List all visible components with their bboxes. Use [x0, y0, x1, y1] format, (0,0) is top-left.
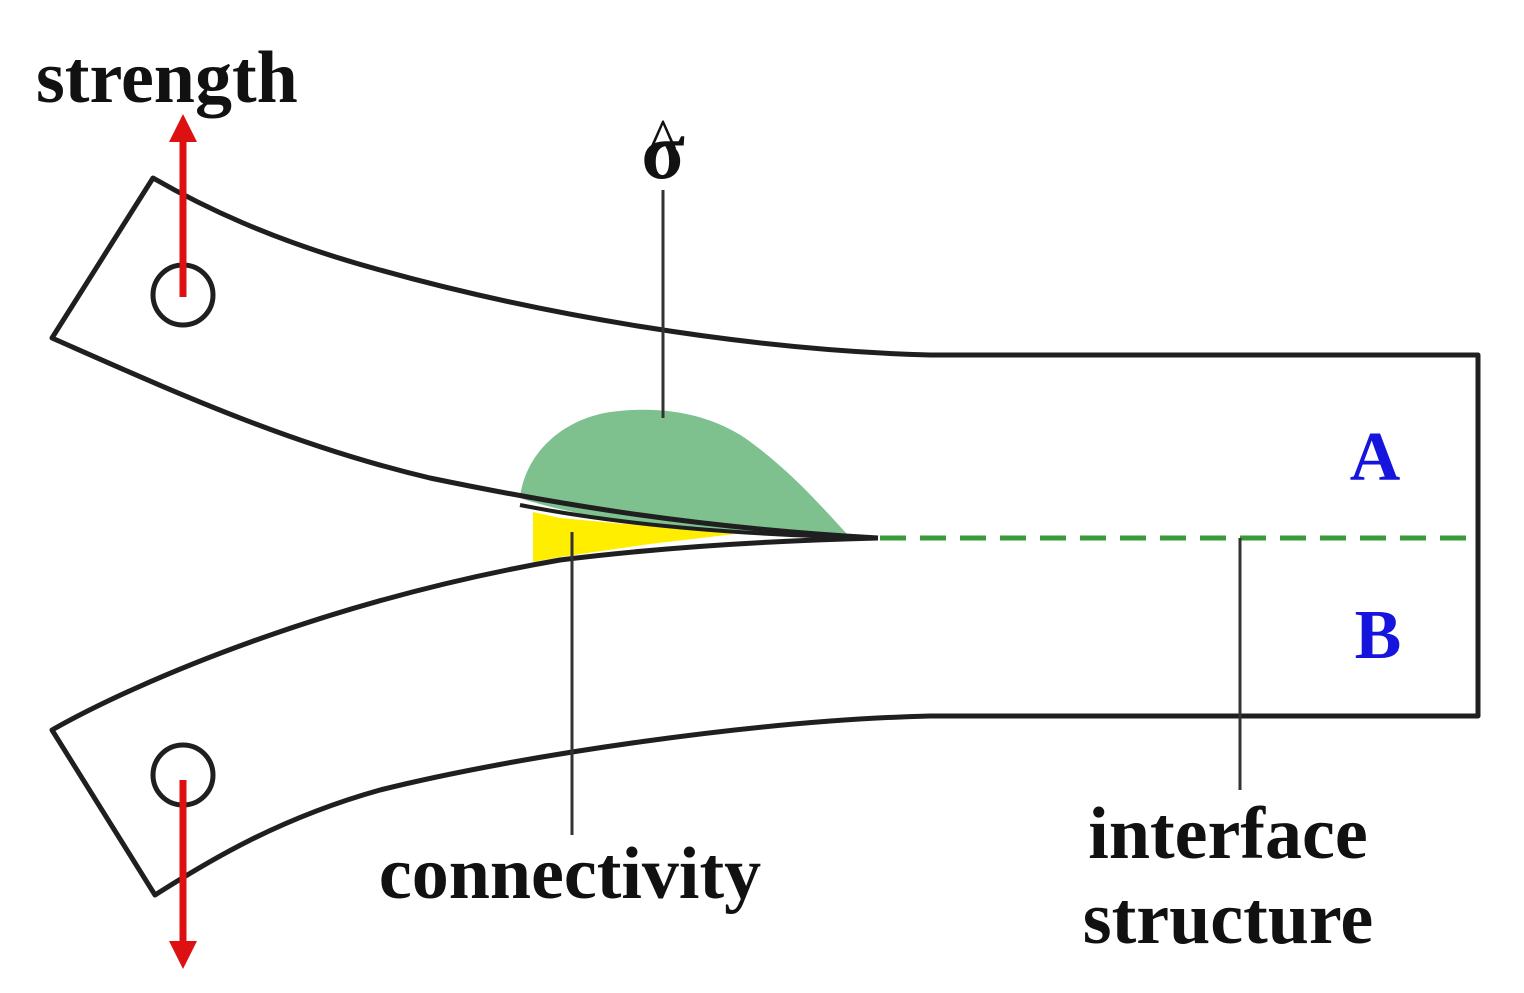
connectivity-zone: [533, 512, 735, 562]
crack-tip-line: [519, 503, 879, 540]
specimen-outline: [49, 175, 1481, 898]
layer-b-label: B: [1355, 597, 1402, 674]
sigma-label: σ: [641, 108, 685, 196]
strength-label: strength: [36, 37, 298, 119]
interface-label-line2: structure: [1083, 878, 1373, 960]
connectivity-label: connectivity: [379, 833, 761, 915]
stress-zone: [520, 409, 848, 535]
layer-a-label: A: [1350, 419, 1401, 496]
sigma-hat-label: ^: [649, 107, 677, 173]
interface-label-line1: interface: [1088, 793, 1367, 875]
